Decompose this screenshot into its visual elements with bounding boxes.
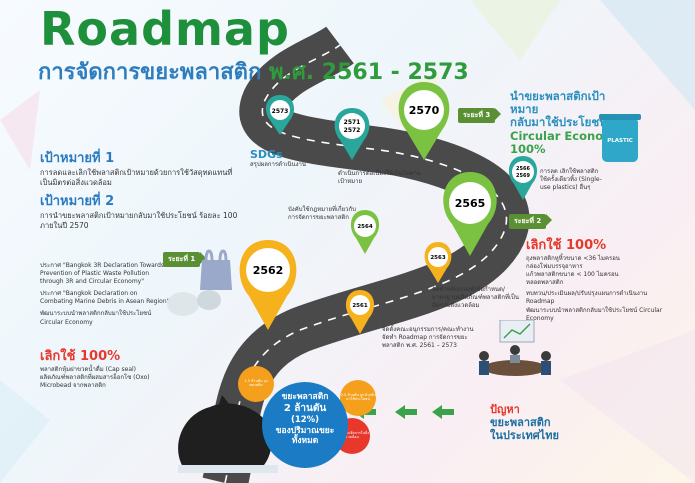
pin-2562: 2562 bbox=[239, 240, 297, 330]
phase-3-badge: ระยะที่ 3 bbox=[458, 108, 502, 123]
note-2563: จัดทำหลักเกณฑ์/ข้อกำหนด/มาตรฐานผลิตภัณฑ์… bbox=[432, 286, 519, 310]
phase-2-badge: ระยะที่ 2 bbox=[509, 214, 553, 229]
pin-label-2562: 2562 bbox=[253, 264, 284, 277]
pin-label-2569: 2569 bbox=[516, 173, 530, 179]
problem-block: ปัญหา ขยะพลาสติก ในประเทศไทย bbox=[490, 403, 559, 443]
plastic-bag-icon bbox=[200, 249, 232, 290]
pin-2561: 2561 bbox=[345, 290, 375, 334]
pin-label-2571: 2571 bbox=[344, 119, 361, 126]
stat-line2: 2 ล้านตัน bbox=[283, 402, 327, 414]
stop-right-item: กล่องโฟมบรรจุอาหาร bbox=[526, 263, 583, 271]
phase1-note: พัฒนาระบบนำพลาสติกกลับมาใช้ประโยชน์ Circ… bbox=[40, 310, 152, 326]
stop-list-right: เลิกใช้ 100% ถุงพลาสติกหูหิ้วขนาด <36 ไม… bbox=[526, 234, 666, 323]
bin-label: PLASTIC bbox=[607, 138, 633, 144]
stat-bags: 1.5 ล้านตัน ถุงพลาสติก bbox=[238, 366, 274, 402]
problem-heading: ปัญหา bbox=[490, 403, 520, 416]
stop-right-note: ทบทวน/ประเมินผล/ปรับปรุงแผนการดำเนินงาน … bbox=[526, 290, 648, 306]
stat-line3: (12%) bbox=[290, 415, 320, 426]
top-right-line4: 100% bbox=[510, 141, 546, 156]
goal-2: เป้าหมายที่ 2 การนำขยะพลาสติกเป้าหมายกลั… bbox=[40, 190, 240, 231]
pin-2564: 2564 bbox=[350, 210, 380, 254]
garbage-bag-icon bbox=[178, 395, 278, 473]
goal-1: เป้าหมายที่ 1 การลดและเลิกใช้พลาสติกเป้า… bbox=[40, 147, 240, 188]
stat-line4: ของปริมาณขยะ bbox=[275, 425, 335, 436]
subtitle-main: การจัดการขยะพลาสติก bbox=[38, 60, 262, 85]
top-right-line3: Circular Economy bbox=[510, 128, 623, 143]
pin-label-2565: 2565 bbox=[455, 197, 486, 210]
goal-1-heading: เป้าหมายที่ 1 bbox=[40, 151, 115, 166]
stop-right-item: แก้วพลาสติกขนาด < 100 ไมครอน bbox=[526, 271, 619, 279]
stop-right-note: พัฒนาระบบนำพลาสติกกลับมาใช้ประโยชน์ Circ… bbox=[526, 306, 663, 322]
note-2561: จัดตั้งคณะอนุกรรมการ/คณะทำงาน จัดทำ Road… bbox=[382, 326, 474, 350]
phase1-notes: ประกาศ "Bangkok 3R Declaration Towards P… bbox=[40, 262, 170, 327]
stat-line5: ทั้งหมด bbox=[291, 436, 319, 447]
top-right-line2: กลับมาใช้ประโยชน์ bbox=[510, 115, 608, 130]
stat-line1: ขยะพลาสติก bbox=[281, 392, 329, 402]
stop-right-item: หลอดพลาสติก bbox=[526, 279, 564, 287]
note-2564: บังคับใช้กฎหมายที่เกี่ยวกับการจัดการขยะพ… bbox=[288, 206, 356, 222]
stop-left-heading: เลิกใช้ 100% bbox=[40, 349, 121, 364]
stop-left-item: ผลิตภัณฑ์พลาสติกที่ผสมสารอ็อกโซ (Oxo) bbox=[40, 374, 150, 382]
pin-2571-2572: 2571 2572 bbox=[334, 108, 370, 160]
recycle-bin-icon: PLASTIC bbox=[599, 114, 641, 162]
top-right-goal: นำขยะพลาสติกเป้าหมาย กลับมาใช้ประโยชน์ C… bbox=[510, 89, 630, 156]
stop-right-heading: เลิกใช้ 100% bbox=[526, 238, 607, 253]
goal-1-text: การลดและเลิกใช้พลาสติกเป้าหมายด้วยการใช้… bbox=[40, 168, 233, 188]
page-title: Roadmap bbox=[40, 2, 290, 56]
pin-label-2561: 2561 bbox=[352, 303, 367, 309]
phase-1-badge: ระยะที่ 1 bbox=[163, 252, 207, 267]
page-subtitle: การจัดการขยะพลาสติก พ.ศ. 2561 - 2573 bbox=[38, 54, 469, 89]
pin-2563: 2563 bbox=[424, 242, 452, 283]
pin-2570: 2570 bbox=[398, 82, 450, 160]
sdgs-heading: SDGs bbox=[250, 148, 283, 161]
stat-recycled: 0.5 ล้านตัน ถูกนำกลับมาใช้ประโยชน์ bbox=[340, 380, 376, 416]
stop-left-item: Microbead จากพลาสติก bbox=[40, 382, 106, 390]
pin-2565: 2565 bbox=[443, 172, 497, 256]
problem-line3: ในประเทศไทย bbox=[490, 429, 559, 443]
stop-left-item: พลาสติกหุ้มฝาขวดน้ำดื่ม (Cap seal) bbox=[40, 366, 137, 373]
subtitle-years: พ.ศ. 2561 - 2573 bbox=[268, 60, 469, 85]
pin-2573: 2573 bbox=[265, 95, 295, 135]
stop-list-left: เลิกใช้ 100% พลาสติกหุ้มฝาขวดน้ำดื่ม (Ca… bbox=[40, 345, 205, 390]
waste-stat-circle: ขยะพลาสติก 2 ล้านตัน (12%) ของปริมาณขยะ … bbox=[262, 382, 348, 468]
sdgs-block: SDGs สรุปผลการดำเนินงาน bbox=[250, 148, 330, 169]
stop-right-item: ถุงพลาสติกหูหิ้วขนาด <36 ไมครอน bbox=[526, 255, 620, 262]
pin-label-2573: 2573 bbox=[272, 108, 289, 115]
pin-label-2570: 2570 bbox=[409, 104, 440, 117]
note-2566: การลด เลิกใช้พลาสติกใช้ครั้งเดียวทิ้ง (S… bbox=[540, 168, 602, 192]
top-right-line1: นำขยะพลาสติกเป้าหมาย bbox=[510, 89, 606, 117]
note-2572: ดำเนินการต่อเนื่องให้เป็นไปตามเป้าหมาย bbox=[338, 170, 421, 186]
meeting-illustration bbox=[479, 320, 551, 376]
pin-label-2572: 2572 bbox=[344, 127, 361, 134]
goal-2-heading: เป้าหมายที่ 2 bbox=[40, 194, 115, 209]
pin-2566-2569: 2566 2569 bbox=[508, 156, 538, 200]
pin-label-2566: 2566 bbox=[516, 166, 530, 172]
problem-line2: ขยะพลาสติก bbox=[490, 416, 551, 430]
phase1-note: ประกาศ "Bangkok 3R Declaration Towards P… bbox=[40, 262, 165, 286]
sdgs-text: สรุปผลการดำเนินงาน bbox=[250, 161, 307, 168]
pin-label-2563: 2563 bbox=[430, 255, 445, 261]
phase1-note: ประกาศ "Bangkok Declaration on Combating… bbox=[40, 290, 170, 306]
pin-label-2564: 2564 bbox=[357, 224, 372, 230]
foam-waste-icon bbox=[167, 290, 221, 316]
goal-2-text: การนำขยะพลาสติกเป้าหมายกลับมาใช้ประโยชน์… bbox=[40, 211, 238, 231]
